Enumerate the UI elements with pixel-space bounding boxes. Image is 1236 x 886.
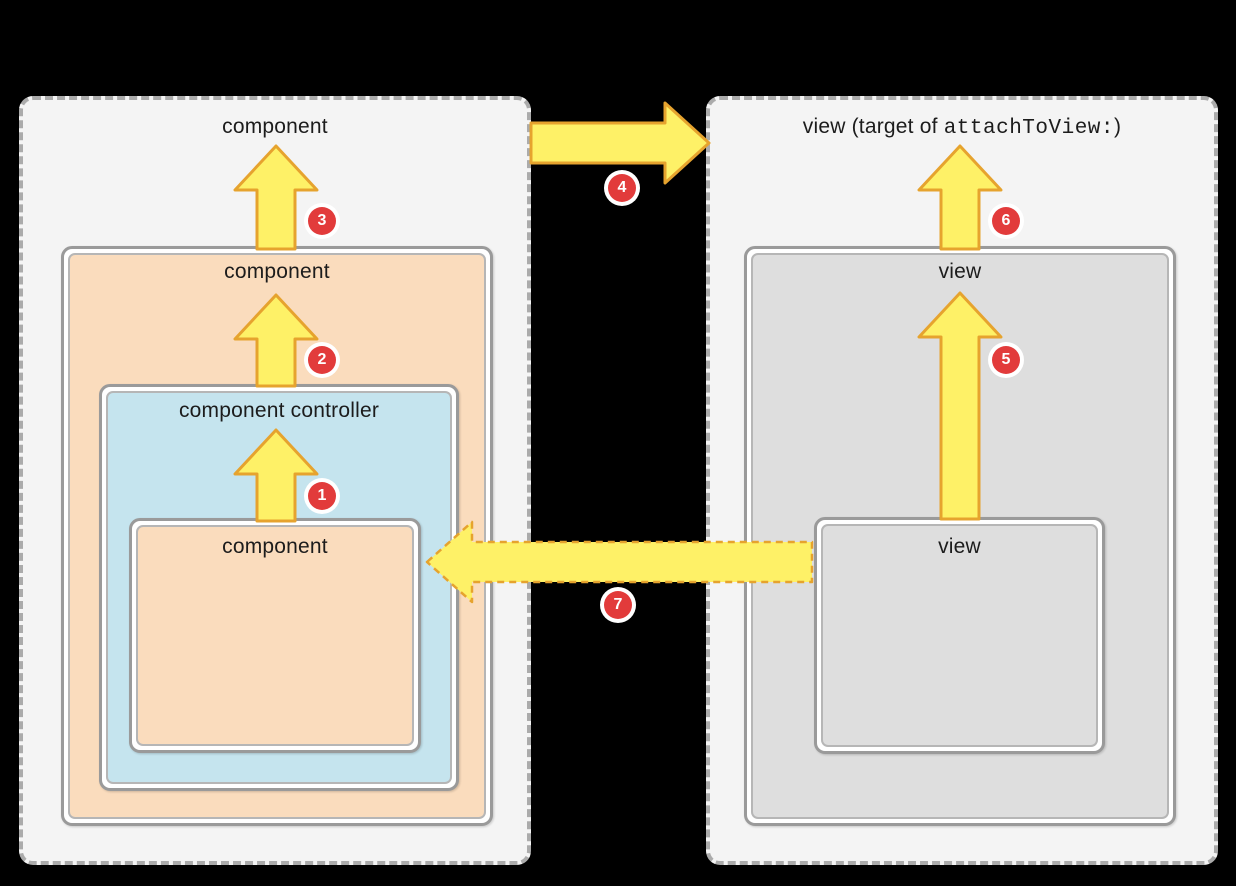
inner-view-box bbox=[814, 517, 1105, 754]
component-controller-label: component controller bbox=[178, 399, 380, 422]
inner-view-label: view bbox=[938, 535, 981, 558]
step5-arrow-up-icon bbox=[917, 291, 1003, 521]
right-panel-title: view (target of attachToView:) bbox=[706, 115, 1218, 141]
step7-arrow-left-dashed-icon bbox=[425, 520, 814, 604]
step-4-badge: 4 bbox=[608, 174, 636, 202]
inner-component-box-fill bbox=[136, 525, 414, 746]
outer-component-label: component bbox=[224, 260, 330, 283]
step1-arrow-up-icon bbox=[233, 428, 319, 523]
step-7-badge: 7 bbox=[604, 591, 632, 619]
outer-view-label: view bbox=[938, 260, 982, 283]
step-1-badge: 1 bbox=[308, 482, 336, 510]
step-3-badge: 3 bbox=[308, 207, 336, 235]
step4-arrow-right-icon bbox=[529, 101, 711, 185]
step-2-badge: 2 bbox=[308, 346, 336, 374]
step6-arrow-up-icon bbox=[917, 144, 1003, 251]
step-5-badge: 5 bbox=[992, 346, 1020, 374]
right-panel-title-suffix: ) bbox=[1114, 115, 1122, 138]
right-panel-title-code: attachToView: bbox=[943, 117, 1115, 140]
step2-arrow-up-icon bbox=[233, 293, 319, 388]
right-panel-title-prefix: view (target of bbox=[802, 115, 944, 138]
inner-view-box-fill bbox=[821, 524, 1098, 747]
step3-arrow-up-icon bbox=[233, 144, 319, 251]
left-panel-title: component bbox=[222, 115, 328, 138]
inner-component-box bbox=[129, 518, 421, 753]
inner-component-label: component bbox=[222, 535, 328, 558]
step-6-badge: 6 bbox=[992, 207, 1020, 235]
